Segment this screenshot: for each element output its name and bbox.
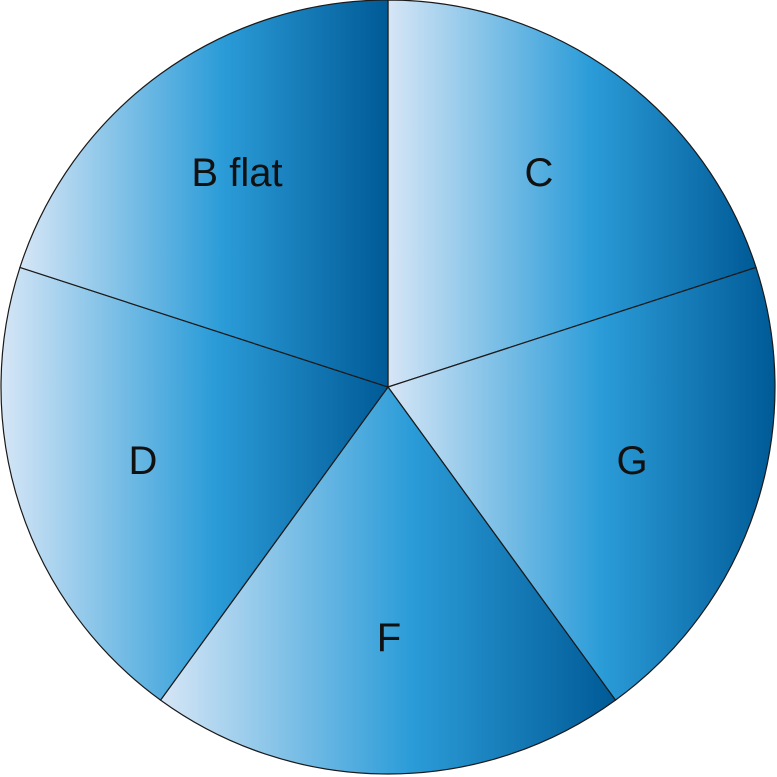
- slice-c: [387, 0, 757, 388]
- slice-label-d: D: [129, 439, 158, 483]
- slice-g: [387, 266, 776, 701]
- slice-label-c: C: [525, 151, 554, 195]
- slice-b-flat: [19, 0, 389, 388]
- slice-label-f: F: [377, 616, 401, 660]
- slice-d: [0, 266, 389, 701]
- slice-label-b-flat: B flat: [191, 151, 282, 195]
- slice-f: [159, 385, 617, 775]
- slice-label-g: G: [616, 439, 647, 483]
